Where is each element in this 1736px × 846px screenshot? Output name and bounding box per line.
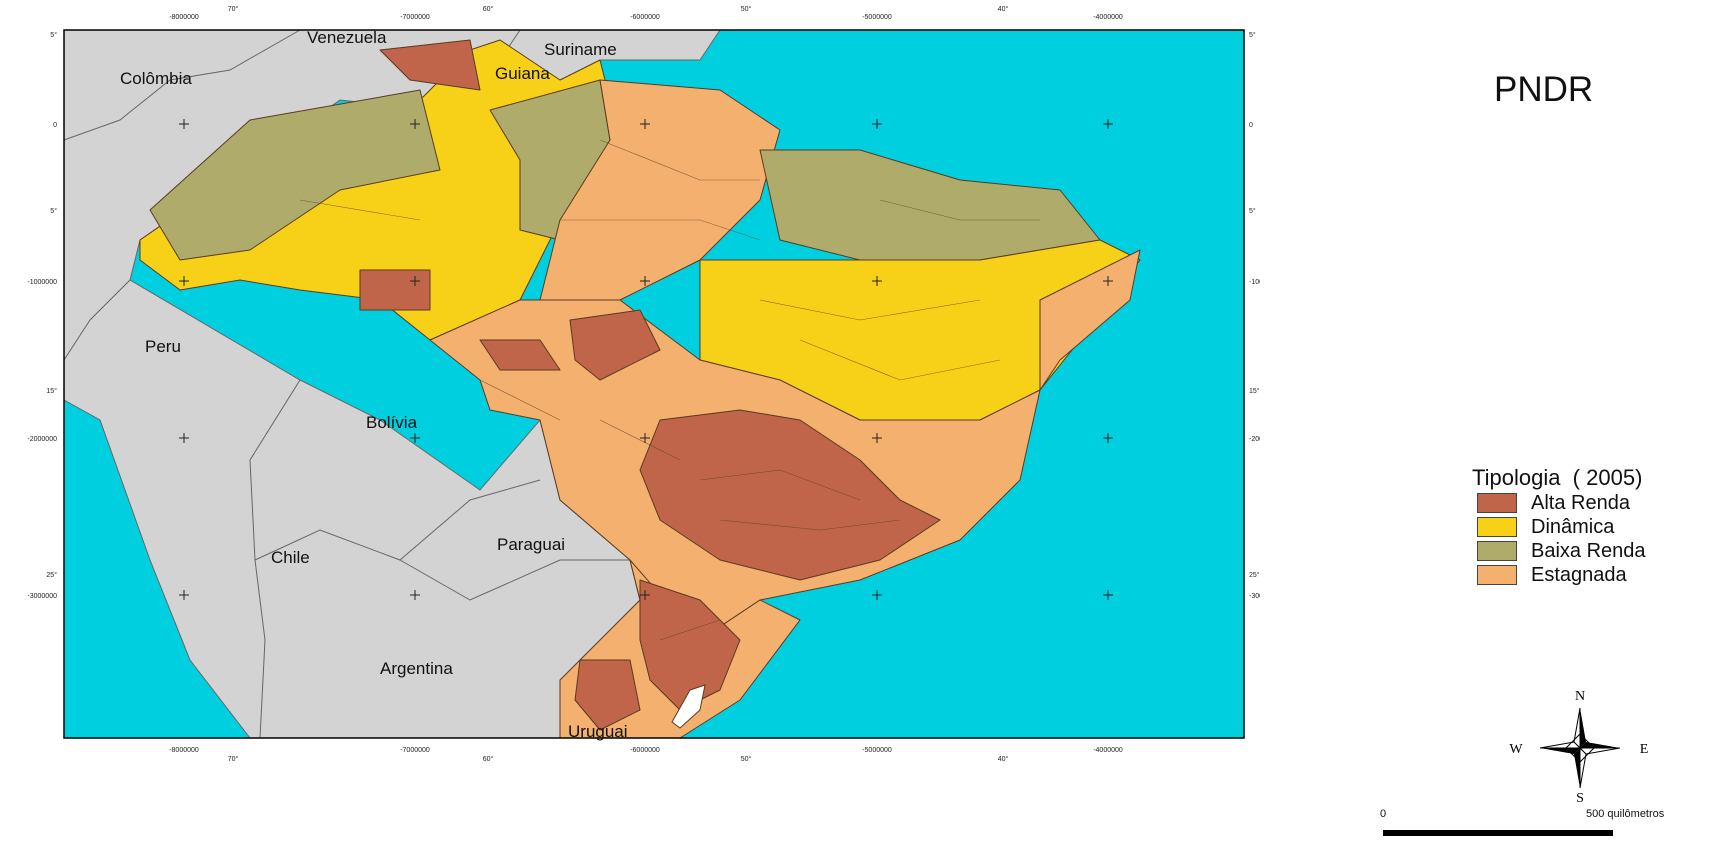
label-peru: Peru [145,337,181,356]
scale-bar [1383,830,1613,836]
tick-bottom-m-4: -5000000 [862,747,892,754]
legend: Tipologia ( 2005) Alta Renda Dinâmica Ba… [1472,465,1646,587]
tick-top-d-3: 50° [741,5,752,13]
tick-left-d-2: 0 [53,122,57,129]
tick-bottom-d-4: 40° [998,755,1009,763]
legend-title: Tipologia ( 2005) [1472,465,1643,490]
legend-label: Dinâmica [1531,515,1615,538]
tick-right-d-4: 15° [1249,387,1260,395]
compass-w: W [1509,742,1523,757]
label-suriname: Suriname [544,40,617,59]
brazil-regions [139,39,1141,739]
tick-top-d-1: 70° [228,5,239,13]
lagoon [671,684,706,729]
tick-top-m-4: -5000000 [862,14,892,21]
compass-s: S [1576,791,1584,804]
tick-bottom-m-5: -4000000 [1093,747,1123,754]
tick-bottom-d-1: 70° [228,755,239,763]
map-border [63,29,1245,739]
tick-right-m-3: -3000000 [1249,593,1260,600]
label-chile: Chile [271,548,310,567]
legend-item-baixa-renda: Baixa Renda [1477,539,1646,563]
tick-top-m-3: -6000000 [630,14,660,21]
legend-swatch-alta-renda [1477,493,1517,513]
tick-bottom-m-3: -6000000 [630,747,660,754]
region-alta-renda-southeast [639,409,941,581]
tick-right-m-1: -1000000 [1249,279,1260,286]
tick-left-m-1: -1000000 [27,279,57,286]
legend-label: Estagnada [1531,563,1627,586]
legend-swatch-baixa-renda [1477,541,1517,561]
region-alta-renda-roraima [379,39,481,91]
region-baixa-renda-amazonas [149,89,441,261]
tick-right-d-2: 0 [1249,122,1253,129]
scale-distance-label: 500 quilômetros [1586,808,1665,820]
compass-e: E [1640,742,1649,757]
tick-bottom-d-3: 50° [741,755,752,763]
micro-region-lines [299,139,1040,641]
legend-label: Baixa Renda [1531,539,1646,562]
label-colombia: Colômbia [120,69,192,88]
region-alta-renda-mt [569,309,661,381]
label-bolivia: Bolívia [366,413,418,432]
tick-bottom-m-2: -7000000 [400,747,430,754]
label-paraguai: Paraguai [497,535,565,554]
grid-crosses [179,119,1113,600]
scale-zero-label: 0 [1380,808,1387,820]
compass-rose-icon: N S W E [1509,689,1649,804]
legend-swatch-estagnada [1477,565,1517,585]
tick-top-m-5: -4000000 [1093,14,1123,21]
label-argentina: Argentina [380,659,453,678]
region-south-alta-renda-2 [574,659,641,731]
tick-right-d-1: 5° [1249,31,1256,39]
tick-top-m-2: -7000000 [400,14,430,21]
legend-item-alta-renda: Alta Renda [1477,491,1646,515]
tick-bottom-d-2: 60° [483,755,494,763]
legend-item-estagnada: Estagnada [1477,563,1646,587]
tick-right-d-5: 25° [1249,571,1260,579]
label-uruguai: Uruguai [568,722,628,741]
tick-right-m-2: -2000000 [1249,436,1260,443]
map-title: PNDR [1494,70,1594,109]
tick-left-d-3: 5° [50,207,57,215]
map-frame: -8000000 -7000000 -6000000 -5000000 -400… [27,5,1260,763]
tick-bottom-m-1: -8000000 [169,747,199,754]
legend-label: Alta Renda [1531,491,1630,514]
legend-item-dinamica: Dinâmica [1477,515,1646,539]
region-alta-renda-ms [479,339,561,371]
tick-right-d-3: 5° [1249,207,1256,215]
label-venezuela: Venezuela [307,28,387,47]
compass-n: N [1575,689,1585,704]
legend-swatch-dinamica [1477,517,1517,537]
tick-left-d-1: 5° [50,31,57,39]
tick-left-m-3: -3000000 [27,593,57,600]
tick-top-d-4: 40° [998,5,1009,13]
tick-left-d-5: 25° [46,571,57,579]
tick-left-d-4: 15° [46,387,57,395]
label-guiana: Guiana [495,64,550,83]
region-estagnada-northeast-coast [1039,249,1141,391]
tick-top-d-2: 60° [483,5,494,13]
tick-top-m-1: -8000000 [169,14,199,21]
tick-left-m-2: -2000000 [27,436,57,443]
region-alta-renda-west [359,269,431,311]
